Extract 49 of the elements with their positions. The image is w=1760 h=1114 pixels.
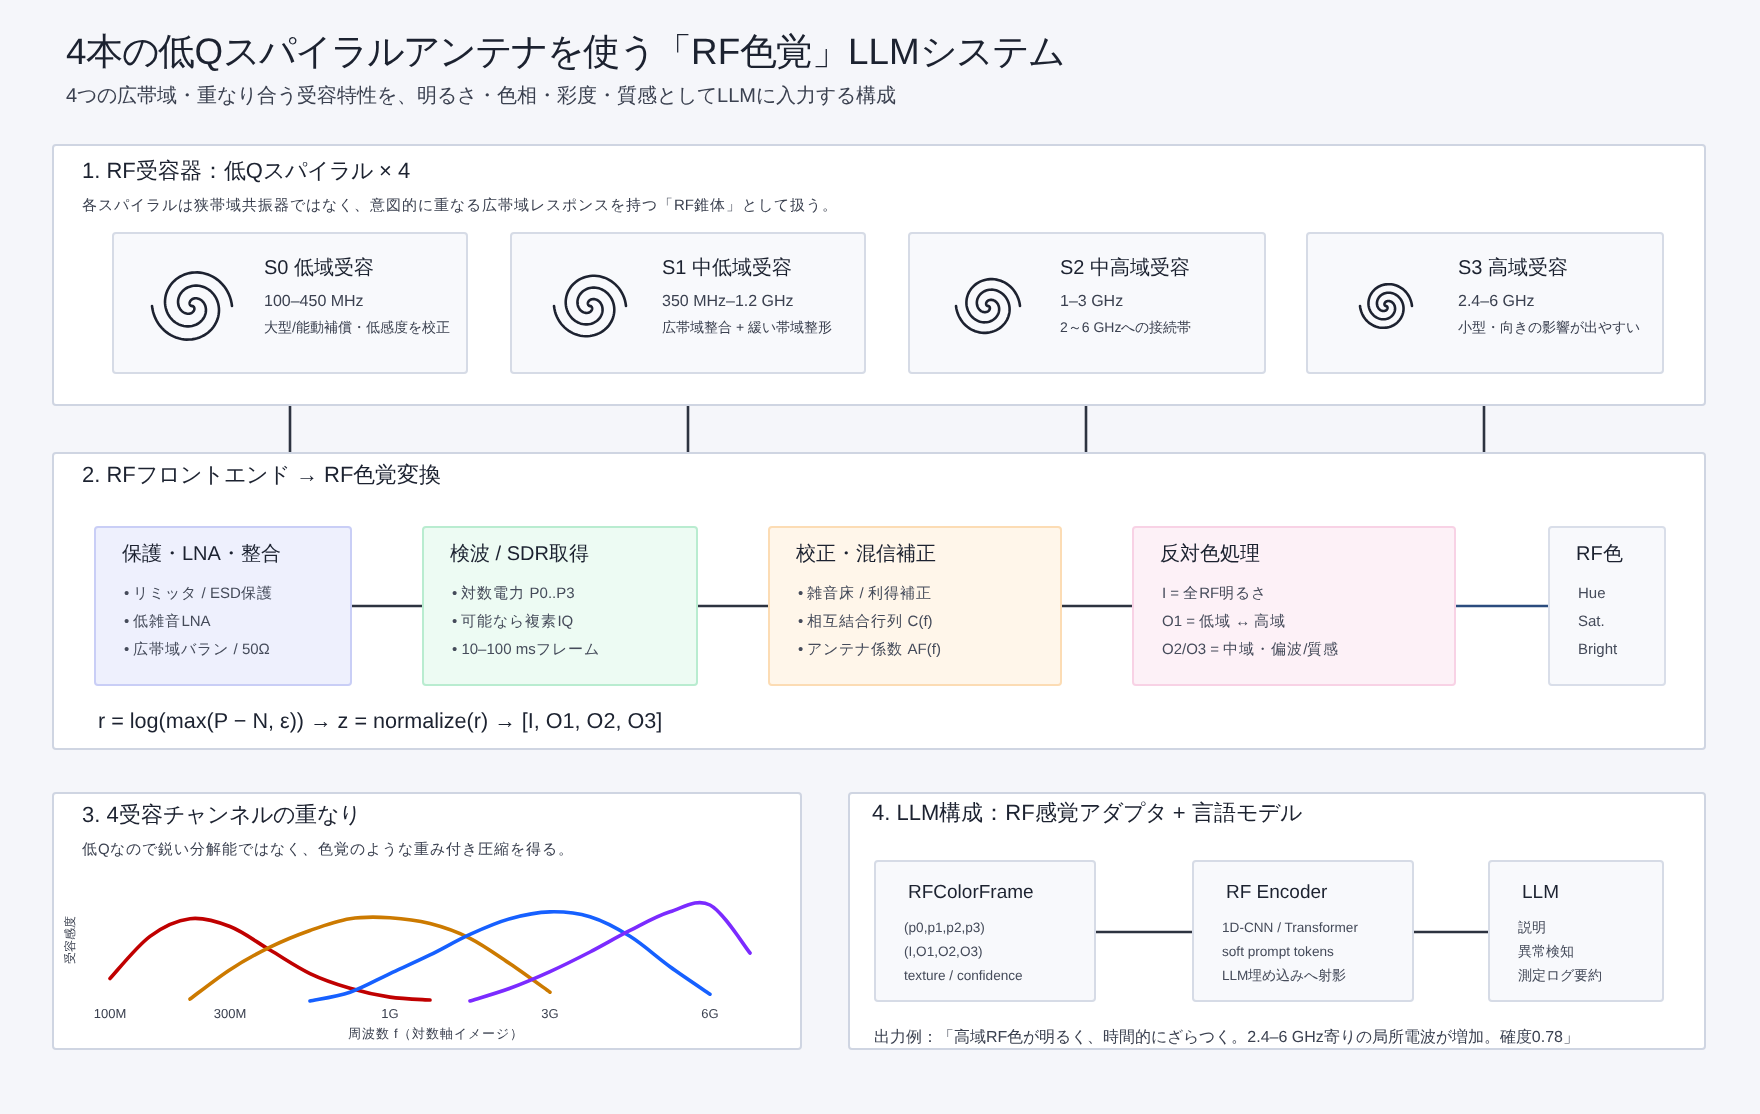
section-title: 1. RF受容器：低Qスパイラル × 4 xyxy=(82,157,411,186)
antenna-card xyxy=(1306,232,1664,374)
stage-title: 保護・LNA・整合 xyxy=(122,542,281,569)
stage-title: RF色 xyxy=(1576,542,1623,569)
component-box xyxy=(874,860,1096,1002)
stage-title: 検波 / SDR取得 xyxy=(450,542,589,569)
connector-line xyxy=(1062,604,1132,608)
section-title: 2. RFフロントエンド → RF色覚変換 xyxy=(82,462,442,491)
connector-line xyxy=(288,406,292,452)
stage-box xyxy=(768,526,1062,686)
connector-line xyxy=(1456,604,1548,608)
card-title: S1 中低域受容 xyxy=(662,255,793,281)
section-panel xyxy=(52,452,1706,750)
card-title: S0 低域受容 xyxy=(264,255,375,281)
card-title: S2 中高域受容 xyxy=(1060,255,1191,281)
component-box xyxy=(1192,860,1414,1002)
stage-box xyxy=(94,526,352,686)
antenna-card xyxy=(510,232,866,374)
page-title: 4本の低Qスパイラルアンテナを使う「RF色覚」LLMシステム xyxy=(66,27,1064,75)
frequency-range: 2.4–6 GHz xyxy=(1458,291,1535,313)
connector-line xyxy=(1414,930,1488,934)
antenna-card xyxy=(908,232,1266,374)
connector-line xyxy=(352,604,422,608)
section-title: 3. 4受容チャンネルの重なり xyxy=(82,802,361,831)
section-panel xyxy=(848,792,1706,1050)
component-box xyxy=(1488,860,1664,1002)
frequency-range: 100–450 MHz xyxy=(264,291,364,313)
output-example: 出力例：「高域RF色が明るく、時間的にざらつく。2.4–6 GHz寄りの局所電波が増加。確度0.78」 xyxy=(874,1027,1579,1048)
component-title: RFColorFrame xyxy=(908,882,1034,908)
connector-line xyxy=(698,604,768,608)
connector-line xyxy=(686,406,690,452)
component-title: LLM xyxy=(1522,882,1559,908)
frequency-range: 350 MHz–1.2 GHz xyxy=(662,291,794,313)
section-title: 4. LLM構成：RF感覚アダプタ + 言語モデル xyxy=(872,800,1302,829)
stage-box xyxy=(1548,526,1666,686)
stage-box xyxy=(1132,526,1456,686)
frequency-range: 1–3 GHz xyxy=(1060,291,1124,313)
card-title: S3 高域受容 xyxy=(1458,255,1569,281)
connector-line xyxy=(1096,930,1192,934)
page-subtitle: 4つの広帯域・重なり合う受容特性を、明るさ・色相・彩度・質感としてLLMに入力する構成 xyxy=(66,83,897,109)
stage-title: 校正・混信補正 xyxy=(796,542,936,569)
stage-box xyxy=(422,526,698,686)
connector-line xyxy=(1084,406,1088,452)
antenna-card xyxy=(112,232,468,374)
formula-text: r = log(max(P − N, ε)) → z = normalize(r) → [I, O1, O2, O3] xyxy=(98,707,663,736)
section-panel xyxy=(52,144,1706,406)
connector-line xyxy=(1482,406,1486,452)
stage-title: 反対色処理 xyxy=(1160,542,1260,569)
component-title: RF Encoder xyxy=(1226,882,1328,908)
